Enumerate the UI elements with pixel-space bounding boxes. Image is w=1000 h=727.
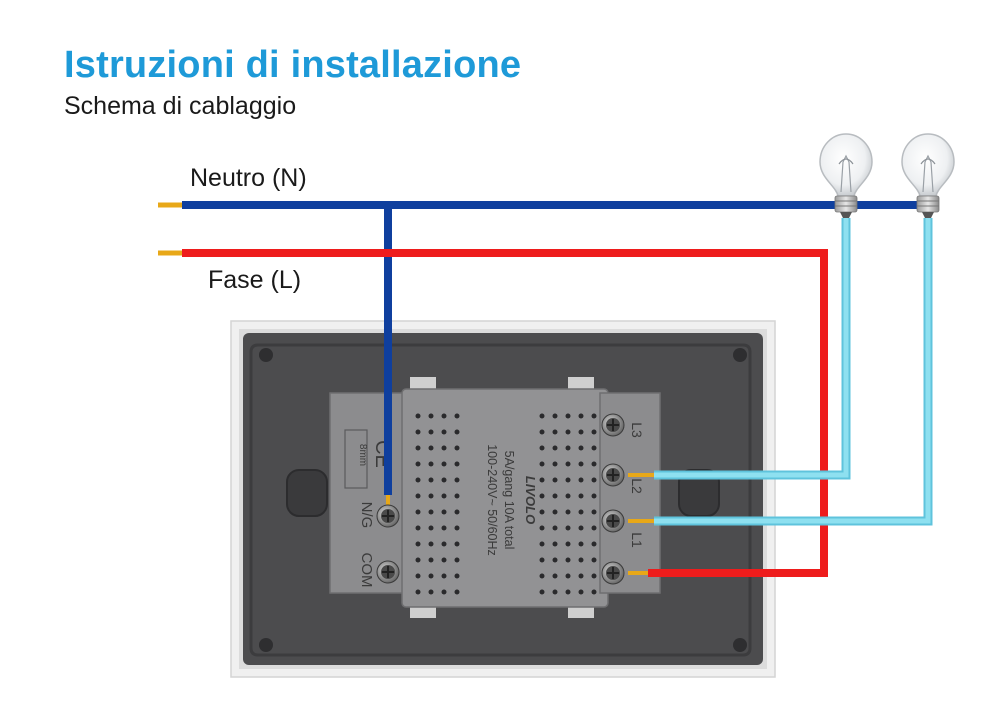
brand-logo: LIVOLO	[523, 476, 538, 524]
phase-wire	[158, 249, 828, 577]
terminal-label-ng: N/G	[358, 502, 375, 529]
rating-line-2: 5A/gang 10A total	[502, 451, 516, 550]
load-wire-l1	[628, 218, 933, 526]
terminal-screw-icon	[376, 560, 400, 584]
load-wire-l2	[628, 218, 851, 480]
terminal-screw-icon	[601, 463, 625, 487]
page-title: Istruzioni di installazione	[64, 44, 522, 86]
page-subtitle: Schema di cablaggio	[64, 92, 297, 120]
terminal-label-l2: L2	[629, 478, 645, 494]
phase-label: Fase (L)	[208, 266, 301, 294]
rating-line-1: 100-240V~ 50/60Hz	[485, 444, 499, 556]
neutral-label: Neutro (N)	[190, 164, 307, 192]
terminal-screw-icon	[376, 504, 400, 528]
terminal-screw-icon	[601, 509, 625, 533]
terminal-label-l1: L1	[629, 532, 645, 548]
strip-gauge-label: 8mm	[357, 444, 368, 466]
terminal-screw-icon	[601, 413, 625, 437]
vent-grid-right	[539, 413, 597, 595]
terminal-label-com: COM	[358, 553, 375, 588]
vent-grid-left	[415, 413, 460, 595]
switch-module: 8mm CE N/G COM	[329, 388, 661, 608]
terminal-label-l3: L3	[629, 422, 645, 438]
terminal-screw-icon	[601, 561, 625, 585]
